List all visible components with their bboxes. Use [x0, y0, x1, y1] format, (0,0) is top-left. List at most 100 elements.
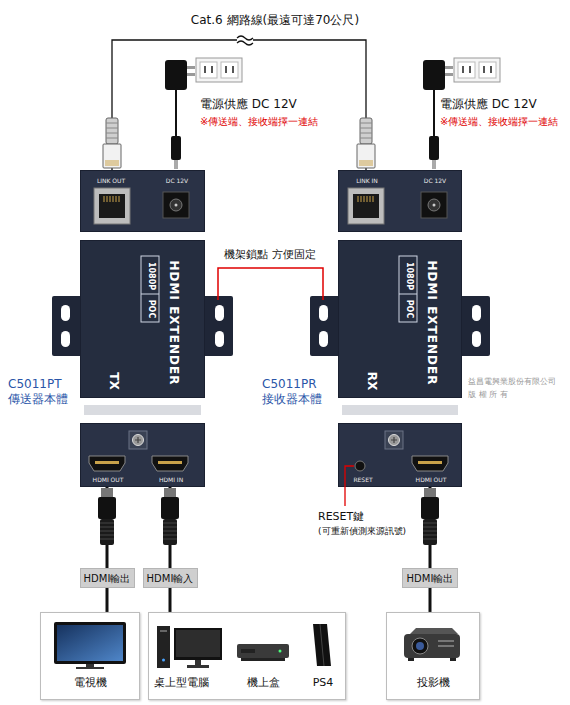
screw — [129, 431, 147, 449]
dc-plug — [429, 136, 439, 169]
reset-note-holder: RESET鍵 — [318, 510, 364, 524]
tv-icon-part — [76, 667, 104, 669]
tag-label-holder: HDMI輸入 — [147, 573, 194, 586]
dc-jack — [163, 192, 189, 218]
device-name: 桌上型電腦 — [154, 676, 209, 690]
watermark: 版 權 所 有 — [468, 390, 508, 400]
power-warning-holder: ※傳送端、接收端擇一連結 — [440, 116, 558, 129]
reset-leader — [345, 466, 354, 506]
spec-frame-part — [141, 294, 159, 295]
ps4-icon-part — [320, 624, 324, 666]
tv-icon-part — [57, 625, 123, 661]
set-top-box-icon — [237, 644, 289, 661]
mounting-flange-part — [472, 305, 481, 321]
device-name: PS4 — [313, 676, 334, 690]
port-label-holder: DC 12V — [166, 177, 188, 185]
extender-body: HDMI EXTENDER 1080P POC TX — [80, 240, 205, 398]
device-box: 投影機 — [386, 612, 480, 700]
hdmi-plug — [98, 488, 116, 545]
port-label-holder: RESET — [353, 476, 372, 484]
set-top-box-icon-part — [279, 650, 282, 653]
port-label: DC 12V — [424, 177, 446, 185]
cable-label: Cat.6 網路線(最遠可達70公尺) — [189, 13, 361, 28]
body-print-holder: 1080P — [146, 262, 156, 290]
part-name-holder: C5011PR 接收器本體 — [262, 377, 334, 407]
reset-note: RESET鍵 — [318, 510, 364, 524]
hdmi-panel: HDMI OUTHDMI IN — [80, 423, 205, 487]
spec-frame — [141, 256, 417, 322]
spec-frame-part — [399, 294, 417, 295]
watermark-holder: 版 權 所 有 — [468, 390, 508, 400]
set-top-box-icon-part — [237, 644, 289, 658]
mounting-flange-part — [472, 331, 481, 347]
body-print: 1080P — [404, 262, 414, 290]
power-note-holder: 電源供應 DC 12V — [440, 97, 537, 112]
tag-label: HDMI輸出 — [407, 573, 454, 586]
mounting-flange-part — [61, 305, 70, 321]
device-edge — [84, 405, 458, 415]
reset-leader-part — [345, 466, 354, 506]
body-print-holder: TX — [106, 372, 121, 389]
tag-label-holder: HDMI輸出 — [84, 573, 131, 586]
rack-note-holder: 機架鎖點 方便固定 — [224, 248, 316, 262]
projector-icon-part — [404, 634, 460, 658]
reset-button — [355, 461, 365, 471]
part-name: C5011PR 接收器本體 — [262, 377, 334, 407]
body-print: HDMI EXTENDER — [166, 261, 181, 386]
projector-icon — [404, 628, 460, 661]
pc-icon-part — [162, 659, 165, 662]
cable-break-part — [237, 36, 253, 45]
body-print-holder: HDMI EXTENDER — [424, 261, 439, 386]
projector-icon-part — [408, 658, 414, 661]
reset-note-holder: (可重新偵測來源訊號) — [318, 526, 406, 537]
body-print: RX — [364, 372, 379, 391]
projector-icon-part — [410, 628, 458, 634]
reset-note: (可重新偵測來源訊號) — [318, 526, 406, 537]
rj45-plug — [357, 118, 375, 168]
port-label-holder: LINK IN — [356, 177, 378, 185]
pc-icon-part — [187, 665, 209, 668]
power-warning-holder: ※傳送端、接收端擇一連結 — [200, 116, 318, 129]
rj45-plug — [103, 118, 121, 168]
cable-tag: HDMI輸出 — [402, 568, 458, 588]
device-name-holder: 電視機 — [74, 676, 107, 690]
port-label-holder: HDMI IN — [159, 476, 183, 484]
pc-icon-part — [160, 630, 167, 632]
body-print-holder: POC — [404, 300, 414, 319]
projector-icon-part — [438, 640, 454, 642]
device-edge-part — [342, 405, 458, 415]
ps4-icon — [313, 624, 331, 666]
set-top-box-icon-part — [241, 658, 285, 661]
network-panel: LINK OUT DC 12V — [80, 170, 205, 232]
part-name-holder: C5011PT 傳送器本體 — [8, 377, 80, 407]
tag-label-holder: HDMI輸出 — [407, 573, 454, 586]
power-warning: ※傳送端、接收端擇一連結 — [200, 116, 318, 129]
power-note: 電源供應 DC 12V — [440, 97, 537, 112]
port-label: LINK OUT — [97, 177, 125, 185]
cable-line — [429, 588, 432, 612]
pc-icon-part — [176, 630, 220, 657]
mounting-flange-part — [215, 331, 224, 347]
spec-frame-part — [141, 256, 159, 322]
cable-line — [112, 40, 366, 170]
watermark-holder: 益昌電興業股份有限公司 — [468, 377, 556, 387]
dc-plug — [171, 136, 181, 169]
cable-break — [237, 33, 253, 47]
body-print: POC — [404, 300, 414, 319]
tv-icon-part — [54, 622, 126, 664]
network-panel: LINK IN DC 12V — [338, 170, 462, 232]
port-label-holder: HDMI OUT — [416, 476, 447, 484]
port-label-holder: DC 12V — [424, 177, 446, 185]
device-name: 電視機 — [74, 676, 107, 690]
hdmi-plug — [161, 488, 179, 545]
set-top-box-icon-part — [241, 649, 255, 653]
cable-label-holder: Cat.6 網路線(最遠可達70公尺) — [189, 13, 361, 28]
cable-tag: HDMI輸入 — [143, 568, 198, 588]
body-print-holder: POC — [146, 300, 156, 319]
rj45-port — [348, 188, 384, 224]
projector-icon-part — [438, 645, 454, 647]
device-edge-part — [84, 405, 201, 415]
dc-jack — [421, 192, 447, 218]
hdmi-plug — [421, 488, 439, 545]
